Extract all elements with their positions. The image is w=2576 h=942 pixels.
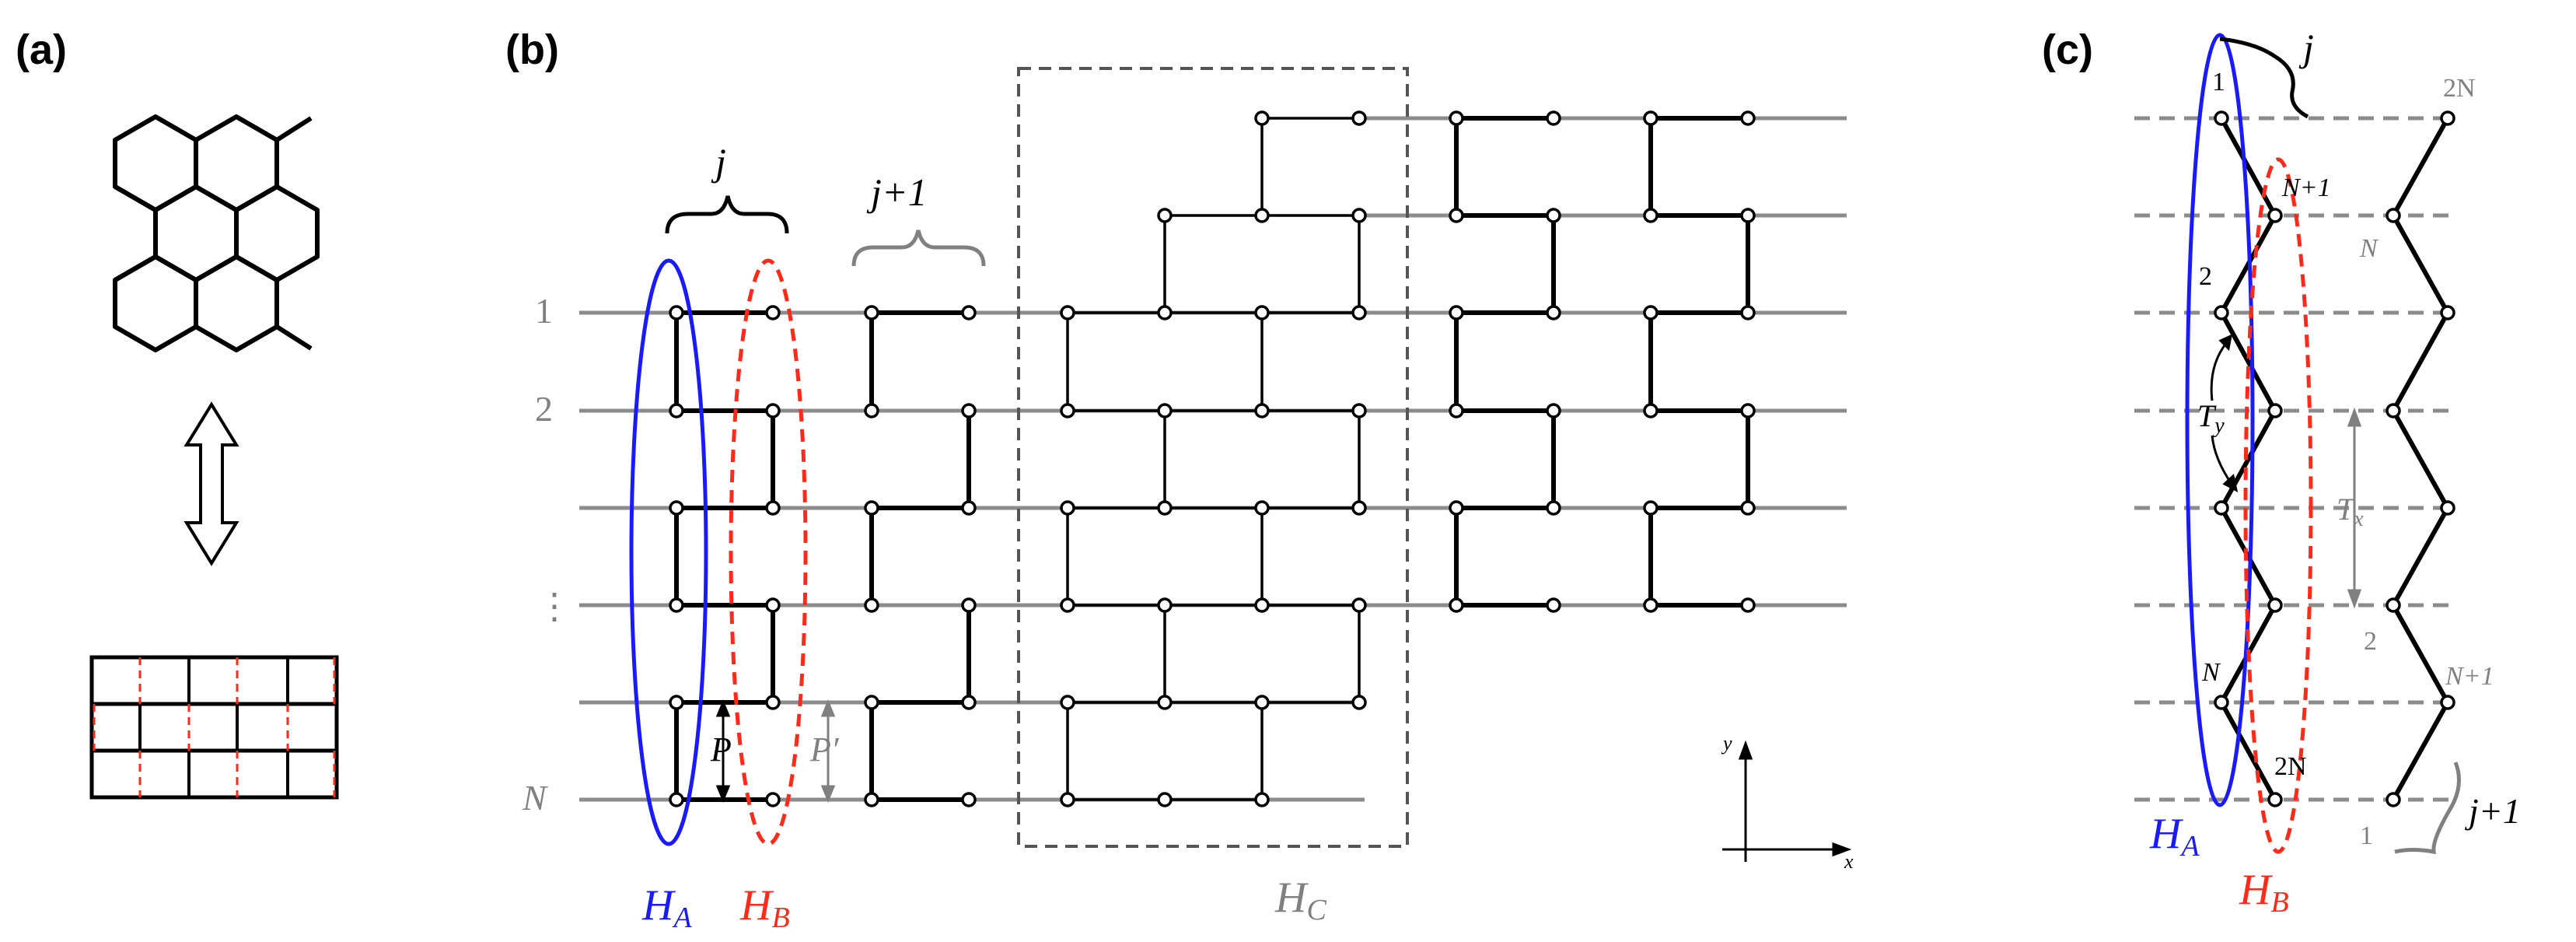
ha-label-c: HA — [2149, 810, 2200, 863]
honeycomb-lattice — [113, 114, 320, 352]
row-labels: 1 2 ⋮ N — [522, 291, 572, 818]
hb-label: HB — [739, 881, 790, 934]
node-label-n1: N+1 — [2281, 173, 2331, 202]
panel-a: (a) — [16, 26, 339, 800]
brace-j1-c — [2394, 762, 2461, 855]
axes-icon — [1722, 740, 1852, 862]
hc-box — [1017, 67, 1409, 848]
node-label-2: 2 — [2199, 262, 2212, 291]
panel-c-node-labels: 1 2 N N+1 2N — [2199, 68, 2331, 781]
panel-a-label: (a) — [16, 26, 67, 73]
ha-ellipse — [629, 258, 708, 846]
row-label-2: 2 — [535, 389, 553, 429]
ty-label: Ty — [2197, 398, 2225, 438]
period-p-arrow — [715, 699, 731, 803]
node-label-1: 1 — [2212, 68, 2225, 96]
panel-c: (c) — [2042, 26, 2521, 919]
brace-j-c — [2219, 37, 2309, 119]
brace-j — [665, 195, 789, 234]
brace-j1-c-label: j+1 — [2465, 791, 2521, 831]
grey-label-2: 2 — [2364, 627, 2377, 656]
brick-wall-lattice — [89, 655, 339, 800]
brace-j1 — [851, 229, 986, 267]
brace-j1-label: j+1 — [866, 170, 928, 214]
grey-label-n1: N+1 — [2445, 662, 2494, 691]
node-label-n: N — [2201, 658, 2221, 687]
hc-lattice-bonds — [1066, 117, 1361, 801]
row-label-1: 1 — [535, 291, 553, 331]
brace-j-label: j — [711, 140, 726, 184]
row-label-n: N — [522, 778, 548, 818]
period-p-prime-arrow — [820, 699, 836, 803]
ty-arrow — [2210, 334, 2239, 492]
tx-label: Tx — [2337, 492, 2364, 531]
panel-b: (b) 1 2 ⋮ N — [505, 26, 1854, 934]
grey-label-n: N — [2359, 234, 2379, 263]
axis-y-label: y — [1721, 732, 1732, 755]
row-label-dots: ⋮ — [537, 587, 572, 626]
ha-label: HA — [641, 881, 692, 934]
node-label-2n: 2N — [2274, 752, 2307, 781]
panel-b-label: (b) — [505, 26, 559, 73]
hb-ellipse — [729, 258, 808, 846]
period-p-prime-label: P′ — [809, 730, 840, 769]
column-j1-bonds — [869, 310, 971, 802]
hb-ellipse-c — [2243, 157, 2313, 854]
period-p-label: P — [710, 730, 732, 769]
panel-c-sites — [2214, 110, 2455, 807]
grey-label-2n: 2N — [2443, 74, 2476, 103]
tx-arrow — [2347, 407, 2362, 609]
right-columns-bonds — [1454, 116, 1750, 608]
zigzag-bonds — [2219, 117, 2450, 801]
hb-label-c: HB — [2239, 866, 2289, 919]
grey-label-1: 1 — [2360, 821, 2373, 850]
ha-ellipse-c — [2185, 33, 2255, 807]
double-arrow-icon — [184, 401, 239, 566]
panel-c-grey-labels: 2N N 2 N+1 1 — [2359, 74, 2494, 850]
panel-c-label: (c) — [2042, 26, 2093, 73]
lattice-sites — [669, 110, 1756, 807]
column-j-bonds — [674, 310, 775, 802]
axis-x-label: x — [1844, 850, 1854, 873]
hc-label: HC — [1274, 874, 1326, 926]
brace-j-c-label: j — [2298, 26, 2314, 69]
